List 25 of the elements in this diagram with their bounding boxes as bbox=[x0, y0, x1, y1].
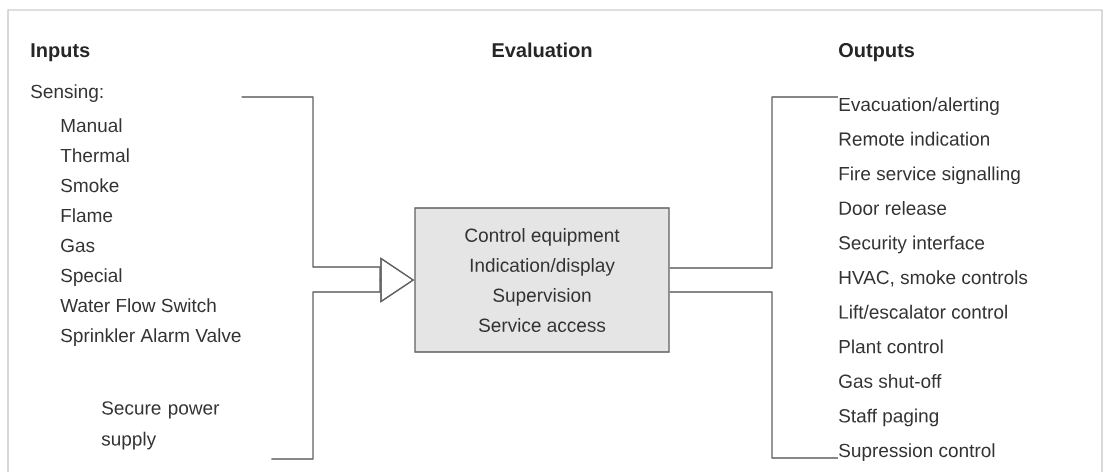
column-heading: Outputs bbox=[839, 43, 915, 62]
list-item: Water Flow Switch bbox=[60, 298, 216, 313]
list-item: Evacuation/alerting bbox=[839, 97, 999, 115]
list-item: Manual bbox=[61, 118, 122, 133]
list-item: Smoke bbox=[61, 178, 119, 193]
list-item: Flame bbox=[61, 208, 113, 223]
column-heading: Inputs bbox=[31, 43, 90, 62]
list-item: Door release bbox=[839, 201, 947, 215]
list-item: Supression control bbox=[839, 443, 995, 461]
column-heading: Evaluation bbox=[492, 42, 592, 58]
list-item: Fire service signalling bbox=[839, 166, 1020, 185]
list-item: Thermal bbox=[60, 148, 129, 163]
list-item: Secure power supply bbox=[101, 401, 220, 450]
list-item: Gas bbox=[61, 238, 95, 253]
list-item: Remote indication bbox=[839, 131, 989, 146]
list-item: Lift/escalator control bbox=[839, 304, 1007, 319]
list-item: Security interface bbox=[839, 235, 985, 254]
list-item: Special bbox=[61, 268, 122, 286]
list-item: Gas shut-off bbox=[839, 374, 942, 388]
list-item: Sensing: bbox=[31, 84, 103, 102]
process-box: Control equipment Indication/display Supervision Service access bbox=[414, 207, 670, 353]
list-item: Plant control bbox=[839, 339, 943, 354]
list-item: Staff paging bbox=[839, 408, 938, 427]
list-item: HVAC, smoke controls bbox=[839, 270, 1028, 287]
list-item: Sprinkler Alarm Valve bbox=[61, 328, 241, 346]
